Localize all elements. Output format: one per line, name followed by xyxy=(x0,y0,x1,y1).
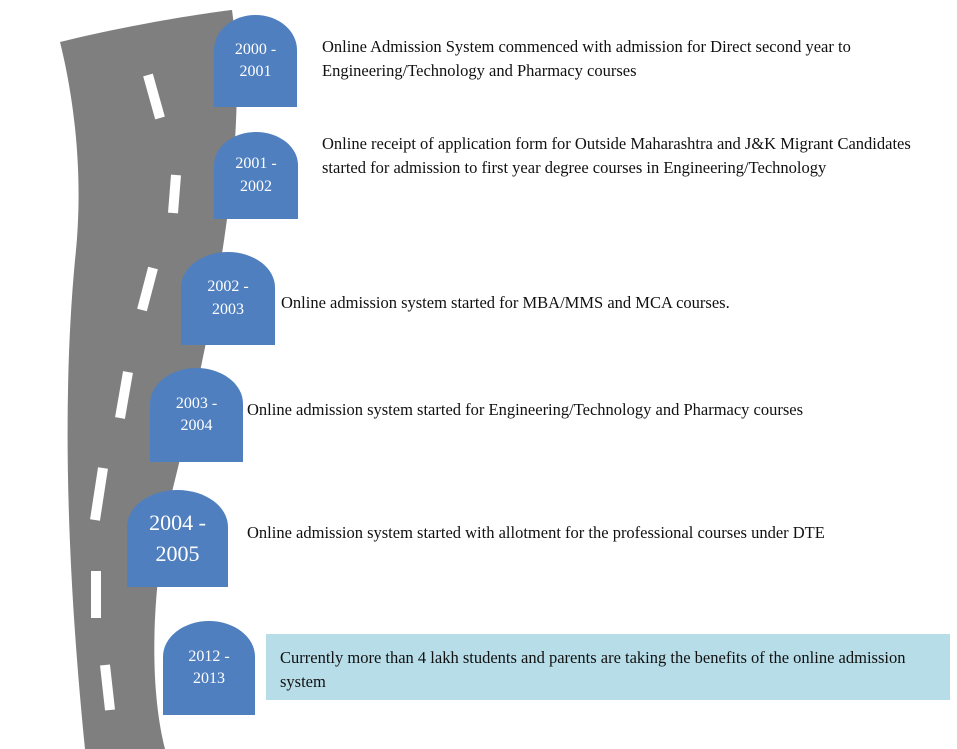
year-badge-2000: 2000 - 2001 xyxy=(214,15,297,107)
lane-markings xyxy=(90,73,181,711)
lane-dash xyxy=(90,467,108,521)
year-badge-2003: 2003 - 2004 xyxy=(150,368,243,462)
lane-dash xyxy=(143,73,165,120)
milestone-text-2000: Online Admission System commenced with a… xyxy=(322,37,851,80)
milestone-text-2003: Online admission system started for Engi… xyxy=(247,400,804,419)
milestone-text-2002: Online admission system started for MBA/… xyxy=(281,293,730,312)
milestone-text-2004: Online admission system started with all… xyxy=(247,523,825,542)
road-surface xyxy=(60,10,237,749)
lane-dash xyxy=(100,664,115,711)
year-label: 2004 - 2005 xyxy=(149,509,206,566)
year-label: 2002 - 2003 xyxy=(207,278,249,318)
year-label: 2000 - 2001 xyxy=(234,40,277,80)
year-badge-2002: 2002 - 2003 xyxy=(181,252,275,345)
lane-dash xyxy=(115,371,133,419)
current-status-box: Currently more than 4 lakh students and … xyxy=(266,634,950,700)
year-badge-2001: 2001 - 2002 xyxy=(214,132,298,219)
milestone-text-2001: Online receipt of application form for O… xyxy=(322,134,911,177)
lane-dash xyxy=(137,266,158,312)
year-badge-2012: 2012 - 2013 xyxy=(163,621,255,715)
year-label: 2001 - 2002 xyxy=(235,155,277,195)
lane-dash xyxy=(168,174,181,214)
year-badge-2004: 2004 - 2005 xyxy=(127,490,228,587)
year-label: 2012 - 2013 xyxy=(188,647,230,687)
year-label: 2003 - 2004 xyxy=(175,394,218,434)
